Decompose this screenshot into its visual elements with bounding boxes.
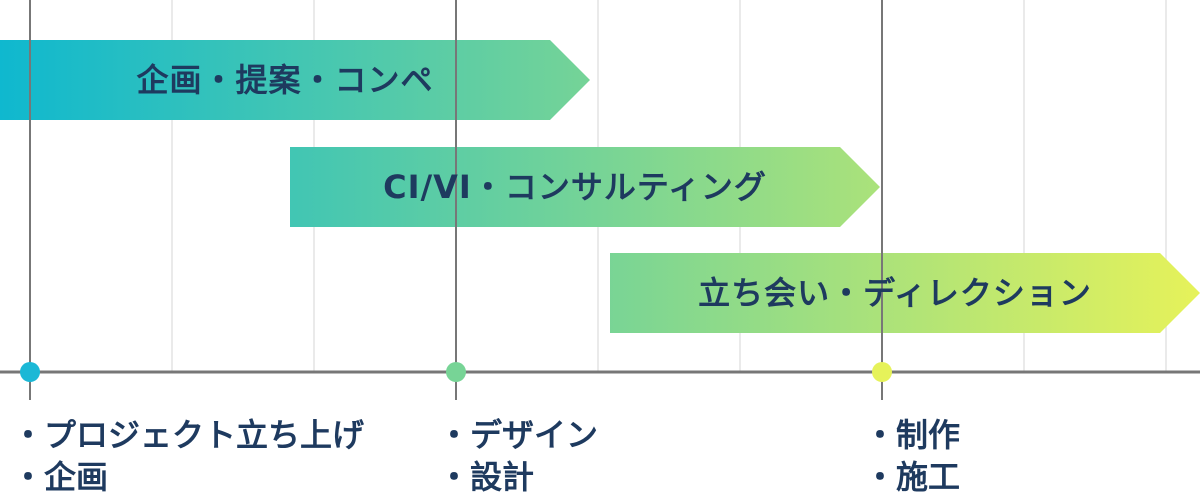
milestone-list-start: ・プロジェクト立ち上げ ・企画 [12,414,364,498]
milestone-item: ・施工 [864,458,961,496]
milestone-item: ・企画 [12,458,109,496]
timeline-axis [0,0,1200,400]
phase-arrow [0,40,590,120]
phase-label-consulting: CI/VI・コンサルティング [383,168,767,206]
milestone-dot [20,362,40,382]
phase-label-direction: 立ち会い・ディレクション [698,274,1092,312]
phase-arrow [610,253,1200,333]
milestone-dot [446,362,466,382]
milestone-dot [872,362,892,382]
milestone-item: ・制作 [864,416,961,454]
milestone-item: ・デザイン [438,416,599,454]
milestone-list-production: ・制作 ・施工 [864,414,960,498]
milestone-item: ・設計 [438,458,535,496]
phase-arrow [290,147,880,227]
phase-arrows [0,40,1200,333]
phase-label-planning: 企画・提案・コンペ [136,61,434,99]
milestone-item: ・プロジェクト立ち上げ [12,416,365,454]
milestone-list-design: ・デザイン ・設計 [438,414,598,498]
